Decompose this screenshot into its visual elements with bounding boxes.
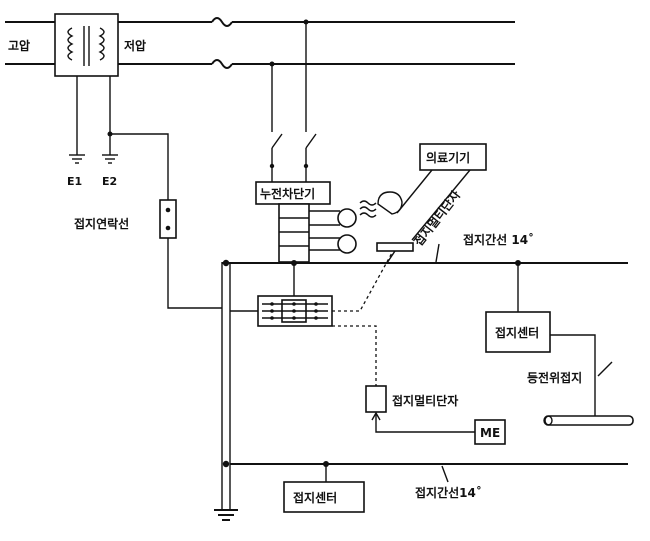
high-voltage-label: 고압 — [8, 39, 30, 53]
medical-equipment-label: 의료기기 — [426, 150, 470, 165]
main-ground-bus — [214, 259, 238, 521]
ground-multi-terminal-upper-label: 접지멀티단자 — [411, 187, 464, 248]
ground-center-bottom — [283, 481, 365, 513]
distribution-panel — [230, 263, 333, 327]
ground-link-wire — [110, 133, 222, 309]
transformer-ground-e1 — [69, 76, 85, 164]
dashed-connections — [332, 250, 394, 386]
me-label: ME — [480, 426, 500, 440]
ground-multi-terminal-lower — [365, 385, 475, 433]
breaker-feed-lines — [269, 22, 317, 182]
equipotential-ground-rod — [543, 415, 634, 426]
power-lines — [5, 17, 515, 69]
e1-label: E1 — [67, 175, 82, 188]
ground-center-bottom-label: 접지센터 — [293, 490, 337, 505]
medical-equipment — [359, 143, 487, 252]
e2-label: E2 — [102, 175, 117, 188]
ground-trunk-lower — [230, 461, 628, 483]
outlet-stack — [278, 203, 357, 263]
ground-center-right — [485, 263, 613, 416]
transformer — [54, 13, 119, 77]
ground-center-right-label: 접지센터 — [495, 325, 539, 340]
transformer-ground-e2 — [102, 76, 118, 164]
me-box — [474, 419, 506, 445]
ground-trunk-upper-label: 접지간선 14˚ — [463, 232, 534, 247]
low-voltage-label: 저압 — [124, 38, 146, 53]
ground-multi-terminal-lower-label: 접지멀티단자 — [392, 393, 458, 408]
earth-leakage-breaker-label: 누전차단기 — [260, 186, 315, 201]
ground-trunk-lower-label: 접지간선14˚ — [415, 485, 482, 500]
equipotential-ground-label: 등전위접지 — [527, 370, 582, 385]
ground-link-wire-label: 접지연락선 — [74, 216, 129, 231]
